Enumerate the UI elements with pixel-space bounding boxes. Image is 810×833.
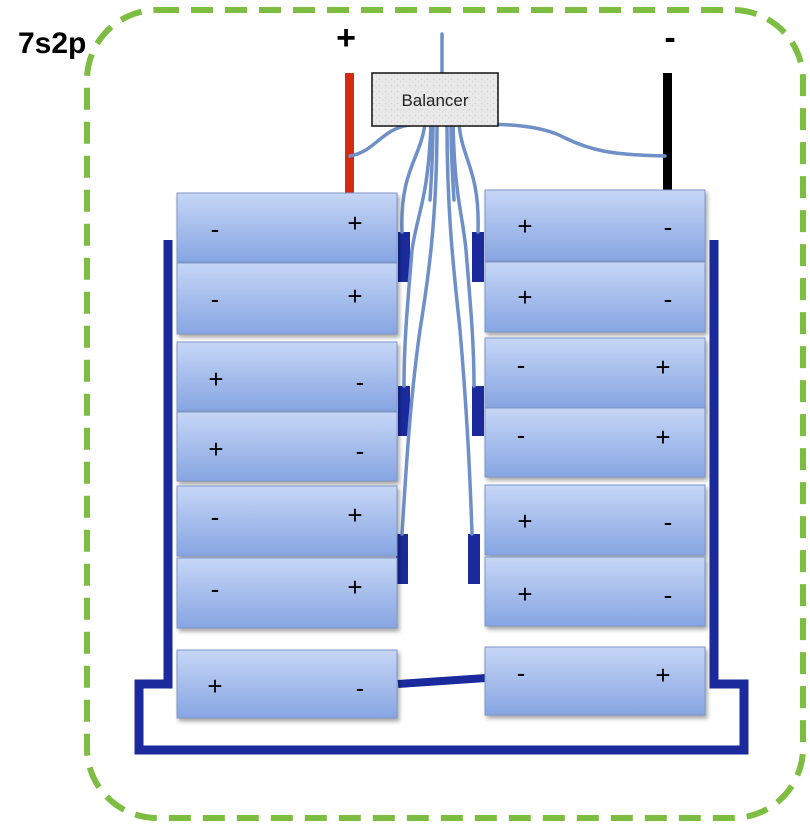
cell-right-sign: + <box>655 422 670 452</box>
cell: - + <box>484 646 706 716</box>
cell-left-sign: - <box>211 574 220 604</box>
cell: + - <box>176 411 398 482</box>
cell-right-sign: + <box>347 572 362 602</box>
cell-left-sign: + <box>517 579 532 609</box>
tab-left-2 <box>398 386 410 436</box>
negative-terminal-label: - <box>664 19 675 57</box>
left-cell-column: - + - + + - + - - + - + + <box>176 192 398 719</box>
cell-right-sign: - <box>664 507 673 537</box>
bus-bars <box>134 240 749 755</box>
cell-right-sign: + <box>655 660 670 690</box>
positive-lead <box>345 73 354 193</box>
cell-right-sign: + <box>655 352 670 382</box>
tab-left-3 <box>396 534 408 584</box>
cell-left-sign: - <box>517 658 526 688</box>
cell-left-sign: - <box>517 420 526 450</box>
cell-right-sign: + <box>347 281 362 311</box>
cell-left-sign: + <box>208 434 223 464</box>
cell-right-sign: - <box>356 673 365 703</box>
cell: + - <box>176 649 398 719</box>
balance-wire-l4 <box>428 122 435 202</box>
cell: - + <box>484 407 706 478</box>
cell: - + <box>176 557 398 629</box>
cell-left-sign: - <box>211 502 220 532</box>
cell-right-sign: + <box>347 500 362 530</box>
cell-left-sign: + <box>208 364 223 394</box>
cell: - + <box>176 485 398 557</box>
cell-right-sign: - <box>664 580 673 610</box>
inner-tabs <box>396 232 484 584</box>
cell-right-sign: - <box>664 212 673 242</box>
cell-right-sign: - <box>664 284 673 314</box>
balance-wire-l1 <box>400 122 427 234</box>
left-bus-bar <box>134 240 749 755</box>
configuration-title: 7s2p <box>18 27 86 60</box>
balance-wire-r1 <box>457 122 480 234</box>
bottom-series-link <box>397 674 487 688</box>
cell: - + <box>176 192 398 263</box>
cell: + - <box>484 556 706 627</box>
cell: + - <box>484 484 706 556</box>
cell: + - <box>484 261 706 333</box>
tab-right-1 <box>472 232 484 282</box>
cell-right-sign: - <box>356 436 365 466</box>
tab-right-3 <box>468 534 480 584</box>
balancer-label: Balancer <box>401 91 468 110</box>
cell-right-sign: - <box>356 367 365 397</box>
balancer-box <box>371 72 499 127</box>
cell-left-sign: + <box>517 506 532 536</box>
tab-left-1 <box>398 232 410 282</box>
balance-wire-r4 <box>449 122 456 202</box>
cell-left-sign: + <box>517 282 532 312</box>
balance-wire-minus <box>468 122 667 158</box>
balance-wire-l3 <box>400 122 439 536</box>
cell: - + <box>484 337 706 409</box>
balance-wire-plus <box>348 122 422 158</box>
balance-wire-l2 <box>402 122 433 388</box>
balancer: Balancer <box>371 72 499 127</box>
tab-right-2 <box>472 386 484 436</box>
cell: - + <box>176 262 398 335</box>
cell-left-sign: - <box>517 350 526 380</box>
cell-left-sign: - <box>211 284 220 314</box>
cell: + - <box>484 189 706 262</box>
balance-wire-r2 <box>451 122 476 388</box>
cell-left-sign: - <box>211 214 220 244</box>
right-cell-column: + - + - - + - + + - + - - <box>484 189 706 716</box>
positive-terminal-label: + <box>336 19 356 57</box>
cell-right-sign: + <box>347 208 362 238</box>
cell-left-sign: + <box>207 671 222 701</box>
balance-wires <box>348 32 667 536</box>
negative-lead <box>663 73 672 190</box>
cell: + - <box>176 341 398 412</box>
pack-outline <box>84 7 806 821</box>
balance-wire-r3 <box>445 122 474 536</box>
cell-left-sign: + <box>517 211 532 241</box>
